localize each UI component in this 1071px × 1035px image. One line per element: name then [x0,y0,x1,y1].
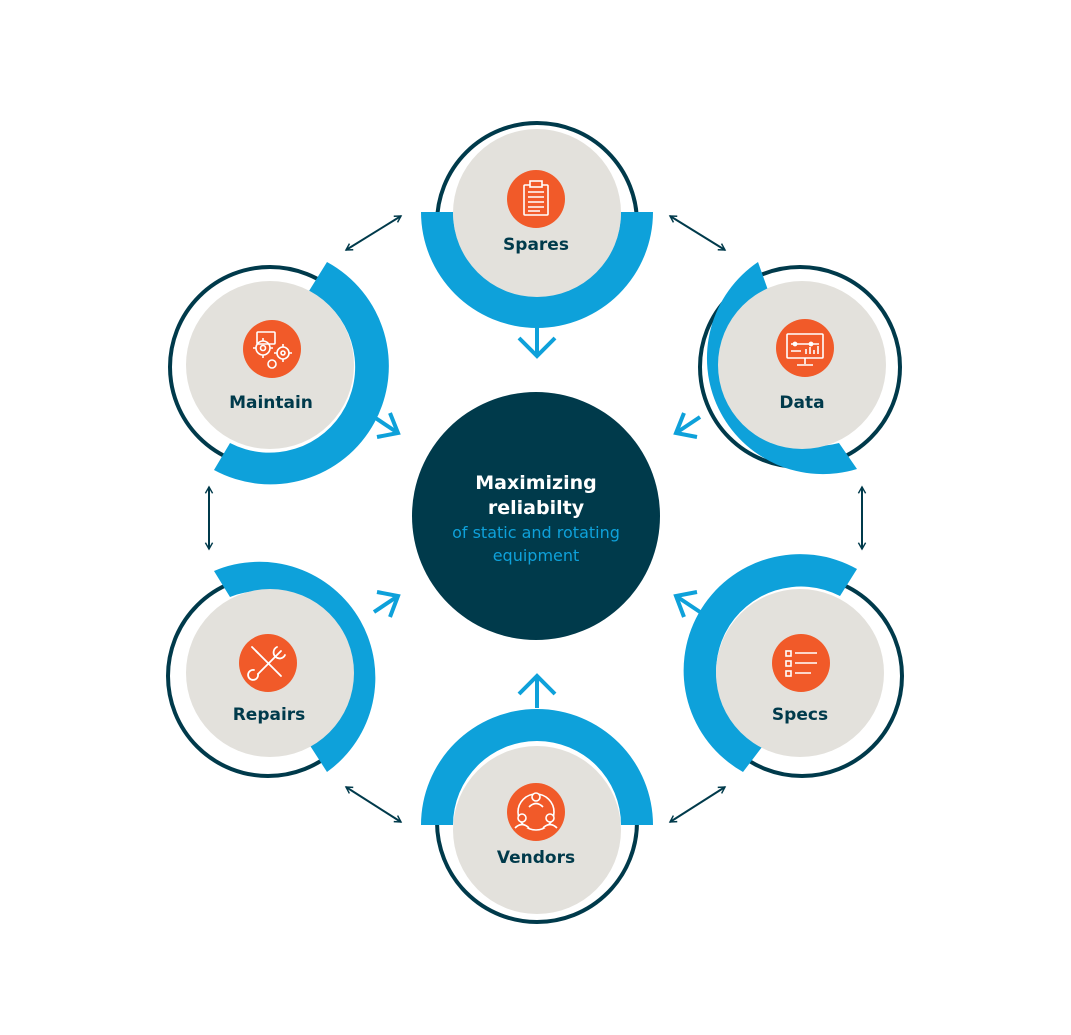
node-label: Specs [772,705,828,725]
node-maintain: Maintain [168,262,401,485]
connector-arrows [204,215,867,823]
node-icon-badge [507,783,565,841]
center-hub: Maximizing reliabilty of static and rota… [412,392,660,640]
clipboard-list-icon [523,180,549,216]
connector-vendors-repairs [344,786,403,823]
node-icon-badge [776,319,834,377]
center-subtitle-line2: equipment [493,546,580,565]
node-label: Repairs [233,705,306,725]
node-repairs: Repairs [166,561,401,778]
node-icon-badge [243,320,301,378]
node-arrow-head [376,412,401,439]
node-data: Data [673,262,902,475]
node-blue-arc [214,262,389,485]
node-label: Vendors [497,848,575,868]
node-spares: Spares [421,121,653,359]
node-arrow-head [673,590,698,618]
node-arrow-head [517,336,557,359]
monitor-chart-icon [786,333,824,366]
connector-spares-data [668,215,727,251]
connector-specs-vendors [668,786,727,823]
node-blue-arc [421,212,653,328]
node-arrow-shaft [372,415,400,435]
node-icon-badge [507,170,565,228]
people-network-icon [514,792,558,831]
node-label: Maintain [229,393,313,413]
node-vendors: Vendors [421,673,653,924]
wrench-screwdriver-icon [247,646,286,681]
node-blue-arc [421,709,653,825]
node-arrow-shaft [674,594,702,614]
node-arrow-shaft [372,594,400,614]
node-label: Data [779,393,824,413]
node-blue-arc [683,554,857,772]
gears-icon [253,331,292,369]
checklist-icon [785,650,817,677]
node-label: Spares [503,235,569,255]
center-title-line2: reliabilty [488,497,585,519]
node-arrow-shaft [674,415,702,435]
center-title-line1: Maximizing [475,472,597,494]
node-arrow-head [376,590,401,618]
node-arrow-head [673,412,698,439]
node-specs: Specs [673,554,904,778]
center-subtitle-line1: of static and rotating [452,523,620,542]
connector-maintain-spares [344,215,403,251]
center-disc [412,392,660,640]
node-arrow-head [517,673,557,696]
